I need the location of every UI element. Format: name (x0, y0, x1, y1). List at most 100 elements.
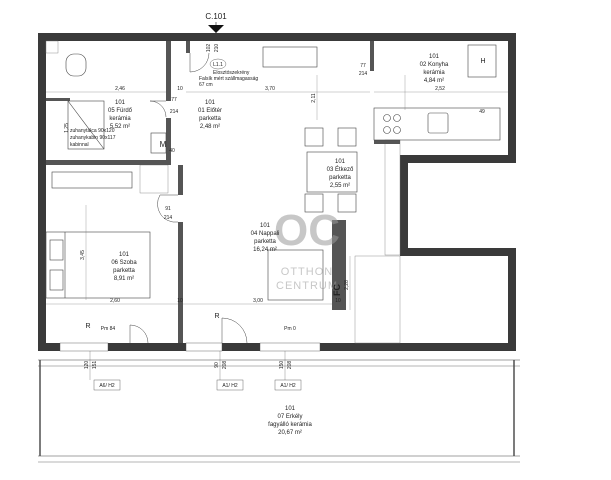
svg-text:04 Nappali: 04 Nappali (251, 231, 280, 237)
section-arrow-icon (208, 25, 224, 33)
svg-text:150: 150 (279, 361, 285, 370)
svg-text:102: 102 (206, 44, 212, 53)
wardrobe (51, 171, 133, 189)
watermark-line2: CENTRUM (276, 280, 338, 292)
elec-note-2: Falsík mért szállmagasság (199, 76, 258, 82)
section-marker: C.101 (205, 12, 227, 33)
elec-note-1: Elosztószekrény (213, 70, 250, 76)
svg-text:49: 49 (479, 109, 485, 115)
svg-text:2,11: 2,11 (311, 93, 317, 103)
shower-note-1: zuhanytálca 90x120 (70, 128, 115, 134)
svg-text:101: 101 (115, 100, 126, 106)
window-tag-a6: A6/ H2 (99, 383, 115, 389)
l11-label: L1.1 (213, 62, 223, 68)
entrance-door (189, 52, 210, 73)
svg-text:03 Étkező: 03 Étkező (327, 166, 354, 173)
svg-text:3,70: 3,70 (265, 86, 275, 92)
svg-text:kerámia: kerámia (423, 70, 445, 76)
fixtures (45, 44, 501, 301)
svg-text:parketta: parketta (199, 116, 221, 122)
svg-text:101: 101 (429, 54, 440, 60)
annotations: L1.1 Elosztószekrény Falsík mért szállma… (70, 58, 486, 332)
fridge-icon (467, 44, 497, 78)
svg-text:06 Szoba: 06 Szoba (111, 260, 137, 266)
room-label-04: 101 04 Nappali parketta 16,24 m² (251, 223, 280, 253)
m-label: M (160, 140, 167, 149)
r-left-label: R (85, 323, 90, 330)
balcony-door-mid (221, 317, 248, 344)
balcony (38, 342, 520, 463)
svg-text:fagyálló kerámia: fagyálló kerámia (268, 422, 312, 428)
svg-text:2,46: 2,46 (115, 86, 125, 92)
svg-text:214: 214 (359, 71, 368, 77)
svg-text:2,52: 2,52 (435, 86, 445, 92)
window-tag-a1-left: A1/ H2 (222, 383, 238, 389)
svg-text:101: 101 (119, 252, 130, 258)
svg-text:101: 101 (205, 100, 216, 106)
svg-text:210: 210 (214, 44, 220, 53)
svg-text:3,45: 3,45 (80, 250, 86, 260)
svg-text:4,84 m²: 4,84 m² (424, 78, 444, 84)
room-label-02: 101 02 Konyha kerámia 4,84 m² (420, 54, 449, 84)
svg-text:5,52 m²: 5,52 m² (110, 124, 130, 130)
svg-text:77: 77 (171, 97, 177, 103)
svg-text:01 Előtér: 01 Előtér (198, 108, 222, 114)
svg-text:parketta: parketta (329, 175, 351, 181)
svg-text:8,91 m²: 8,91 m² (114, 276, 134, 282)
shower-tray-icon (67, 100, 105, 150)
svg-text:2,55 m²: 2,55 m² (330, 183, 350, 189)
svg-text:kerámia: kerámia (109, 116, 131, 122)
watermark-line1: OTTHON (281, 266, 333, 278)
window-tags: A6/ H2 A1/ H2 A1/ H2 (93, 379, 302, 391)
washing-machine-icon (150, 132, 167, 154)
sofa (267, 249, 324, 301)
svg-text:2,48 m²: 2,48 m² (200, 124, 220, 130)
fc-label: FC (332, 284, 342, 296)
room-label-05: 101 05 Fürdő kerámia 5,52 m² (108, 100, 133, 130)
interior-walls (46, 41, 400, 343)
svg-text:2,60: 2,60 (110, 298, 120, 304)
kitchen-counter (373, 107, 501, 141)
svg-text:90: 90 (214, 362, 220, 368)
h-label: H (480, 58, 485, 65)
watermark: OC OTTHON CENTRUM (274, 206, 340, 292)
section-marker-label: C.101 (205, 12, 227, 21)
svg-text:10: 10 (177, 298, 183, 304)
toilet-icon (65, 53, 87, 77)
r-mid-label: R (214, 313, 219, 320)
svg-text:10: 10 (177, 86, 183, 92)
svg-text:91: 91 (165, 206, 171, 212)
room-label-03: 101 03 Étkező parketta 2,55 m² (327, 159, 354, 189)
svg-text:10: 10 (335, 298, 341, 304)
dining-table (306, 151, 358, 193)
sideboard (262, 46, 318, 68)
svg-text:208: 208 (222, 361, 228, 370)
svg-text:16,24 m²: 16,24 m² (253, 247, 277, 253)
svg-text:214: 214 (164, 215, 173, 221)
svg-text:214: 214 (170, 109, 179, 115)
bath-door (149, 100, 167, 118)
svg-text:40: 40 (169, 148, 175, 154)
svg-text:1,25: 1,25 (64, 123, 70, 133)
watermark-logo: OC (274, 206, 340, 255)
doors (129, 52, 248, 344)
svg-text:2,28: 2,28 (344, 280, 350, 290)
pm-mid-label: Pm 0 (284, 326, 296, 332)
room-label-01: 101 01 Előtér parketta 2,48 m² (198, 100, 222, 130)
svg-text:151: 151 (92, 361, 98, 370)
pm-left-label: Pm 84 (101, 326, 116, 332)
svg-text:20,67 m²: 20,67 m² (278, 430, 302, 436)
svg-text:05 Fürdő: 05 Fürdő (108, 108, 133, 114)
bedroom-door (157, 194, 179, 223)
room-label-06: 101 06 Szoba parketta 8,91 m² (111, 252, 137, 282)
svg-text:3,00: 3,00 (253, 298, 263, 304)
svg-text:02 Konyha: 02 Konyha (420, 62, 449, 68)
shower-note-2: zuhanykabin 90x117 (70, 135, 116, 141)
elec-note-3: 67 cm (199, 82, 213, 88)
svg-text:07 Erkély: 07 Erkély (277, 414, 302, 420)
svg-text:parketta: parketta (113, 268, 135, 274)
svg-text:208: 208 (287, 361, 293, 370)
svg-text:101: 101 (285, 406, 296, 412)
svg-text:101: 101 (260, 223, 271, 229)
